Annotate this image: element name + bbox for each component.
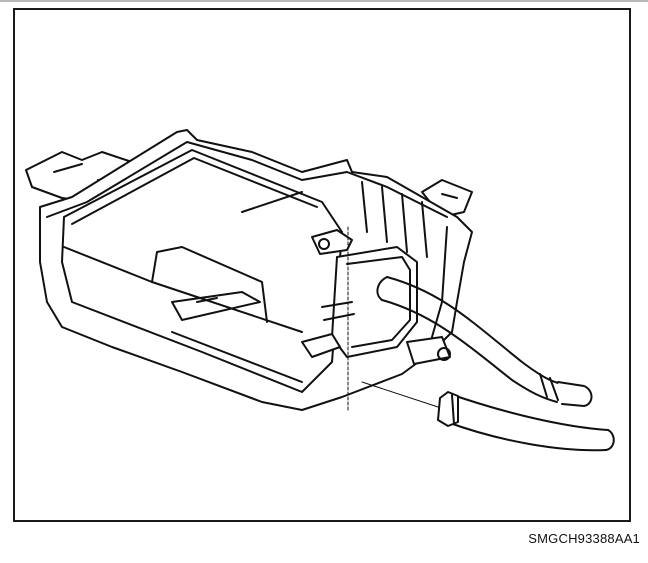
figure-caption: SMGCH93388AA1	[528, 531, 640, 546]
canister-body	[61, 149, 343, 393]
purge-hose	[376, 276, 593, 407]
illustration-frame	[13, 8, 631, 522]
top-rule	[0, 0, 648, 2]
canister-illustration	[25, 129, 615, 452]
valve-block	[301, 229, 451, 365]
vent-hose	[361, 381, 615, 452]
